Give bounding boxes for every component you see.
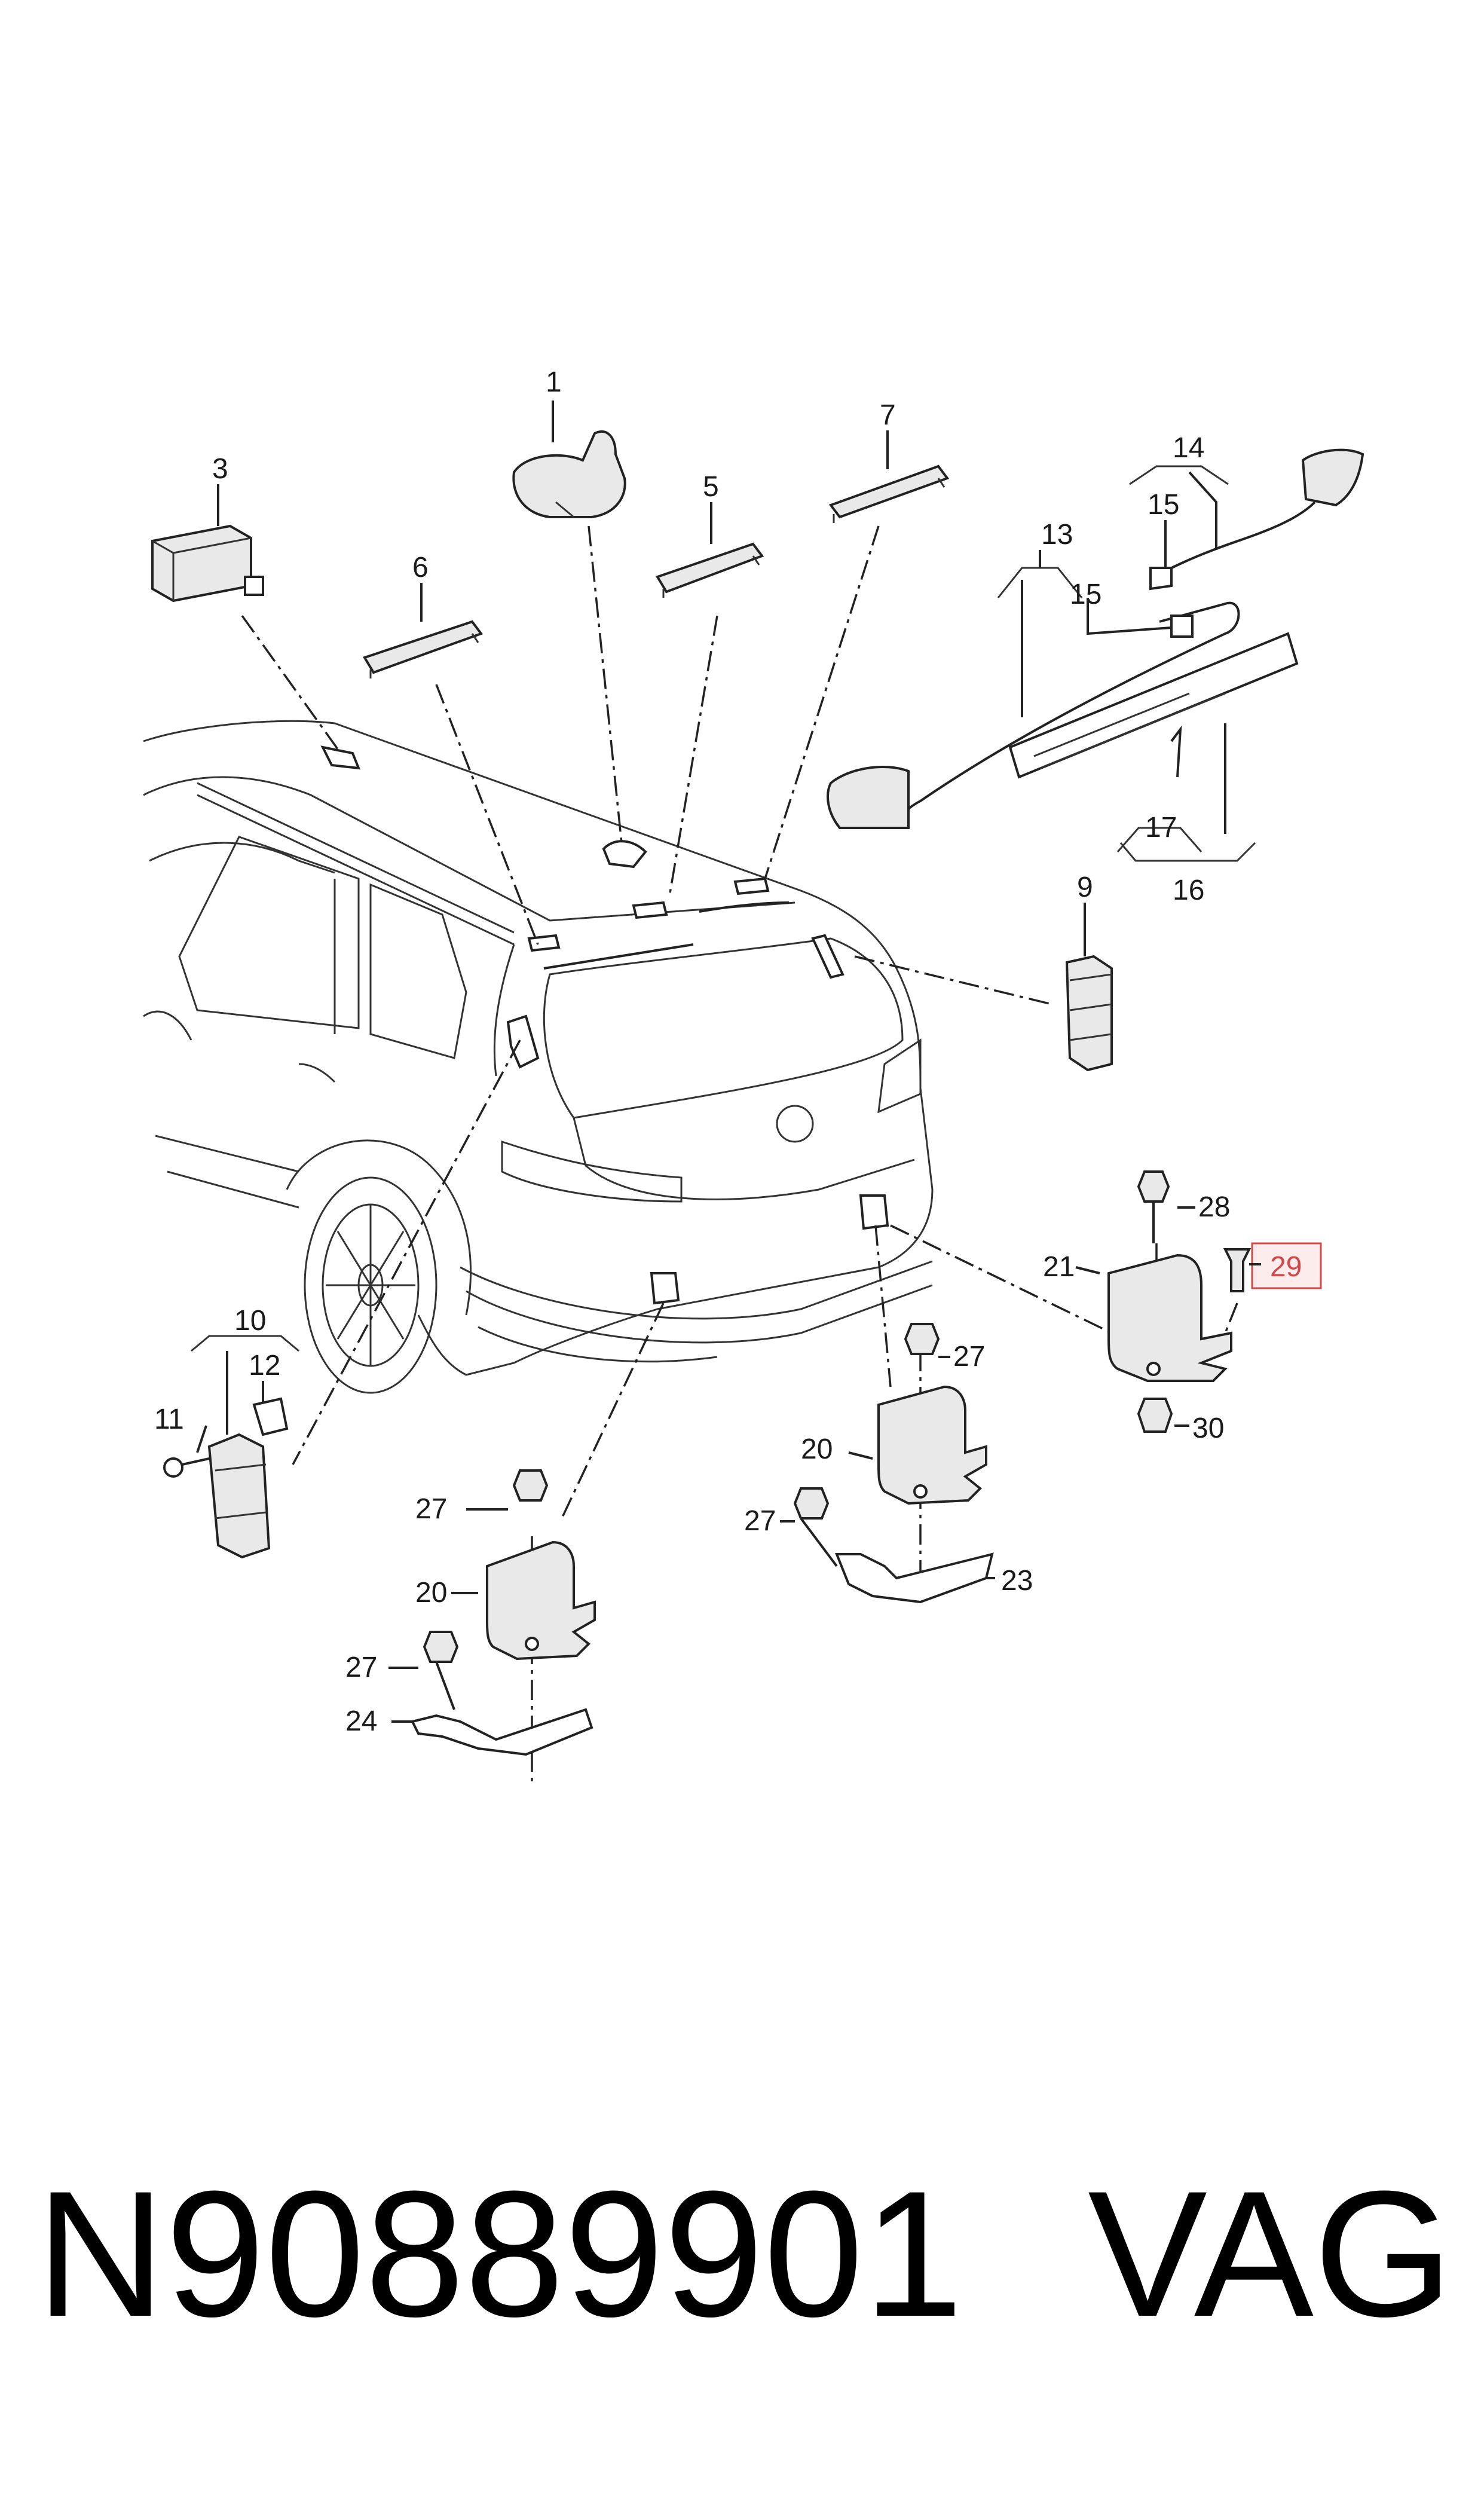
label-28: 28 xyxy=(1198,1191,1230,1223)
part-6-amplifier xyxy=(363,583,484,678)
part-5-amplifier xyxy=(656,502,764,598)
part-20-sensor-left xyxy=(388,1469,596,1756)
highlight-box-29 xyxy=(1251,1242,1322,1289)
label-16: 16 xyxy=(1173,875,1204,906)
part-21-sensor-assembly xyxy=(1075,1170,1322,1433)
label-17: 17 xyxy=(1145,812,1177,843)
label-12: 12 xyxy=(249,1350,280,1381)
brand-caption: VAG xyxy=(1088,2153,1454,2354)
label-23: 23 xyxy=(1001,1565,1033,1597)
part-13-14-cable-assembly xyxy=(827,448,1364,862)
label-20-left: 20 xyxy=(415,1577,447,1609)
vehicle-outline xyxy=(143,720,934,1394)
part-1-roof-antenna xyxy=(512,401,626,518)
part-labels: 1 3 5 6 7 9 10 11 12 13 14 15 15 16 17 2… xyxy=(154,366,1302,1737)
label-10: 10 xyxy=(234,1305,266,1337)
part-7-amplifier xyxy=(828,430,950,523)
mount-markers xyxy=(320,745,889,1305)
label-15-mid: 15 xyxy=(1070,579,1101,610)
label-3: 3 xyxy=(212,453,228,485)
label-13: 13 xyxy=(1041,519,1073,551)
label-24: 24 xyxy=(345,1705,377,1737)
label-9: 9 xyxy=(1077,872,1093,903)
label-7: 7 xyxy=(880,399,896,431)
label-14: 14 xyxy=(1173,432,1204,464)
label-5: 5 xyxy=(703,471,719,503)
part-3-control-unit xyxy=(151,484,264,603)
label-21: 21 xyxy=(1043,1251,1075,1283)
label-29: 29 xyxy=(1270,1251,1302,1283)
leader-lines xyxy=(241,525,1238,1787)
part-20-sensor-center xyxy=(780,1323,995,1604)
part-9-connector xyxy=(1065,903,1113,1072)
part-10-11-12-sensor xyxy=(163,1335,299,1559)
label-27-a: 27 xyxy=(953,1341,985,1372)
part-number-caption: N90889901 xyxy=(36,2153,963,2354)
label-15-top: 15 xyxy=(1148,489,1179,521)
label-6: 6 xyxy=(412,552,429,583)
label-30: 30 xyxy=(1192,1413,1224,1444)
label-27-c: 27 xyxy=(415,1493,447,1525)
label-27-d: 27 xyxy=(345,1652,377,1683)
label-27-b: 27 xyxy=(744,1505,776,1537)
label-1: 1 xyxy=(546,366,562,398)
label-11: 11 xyxy=(154,1404,184,1435)
label-20-center: 20 xyxy=(801,1433,833,1465)
